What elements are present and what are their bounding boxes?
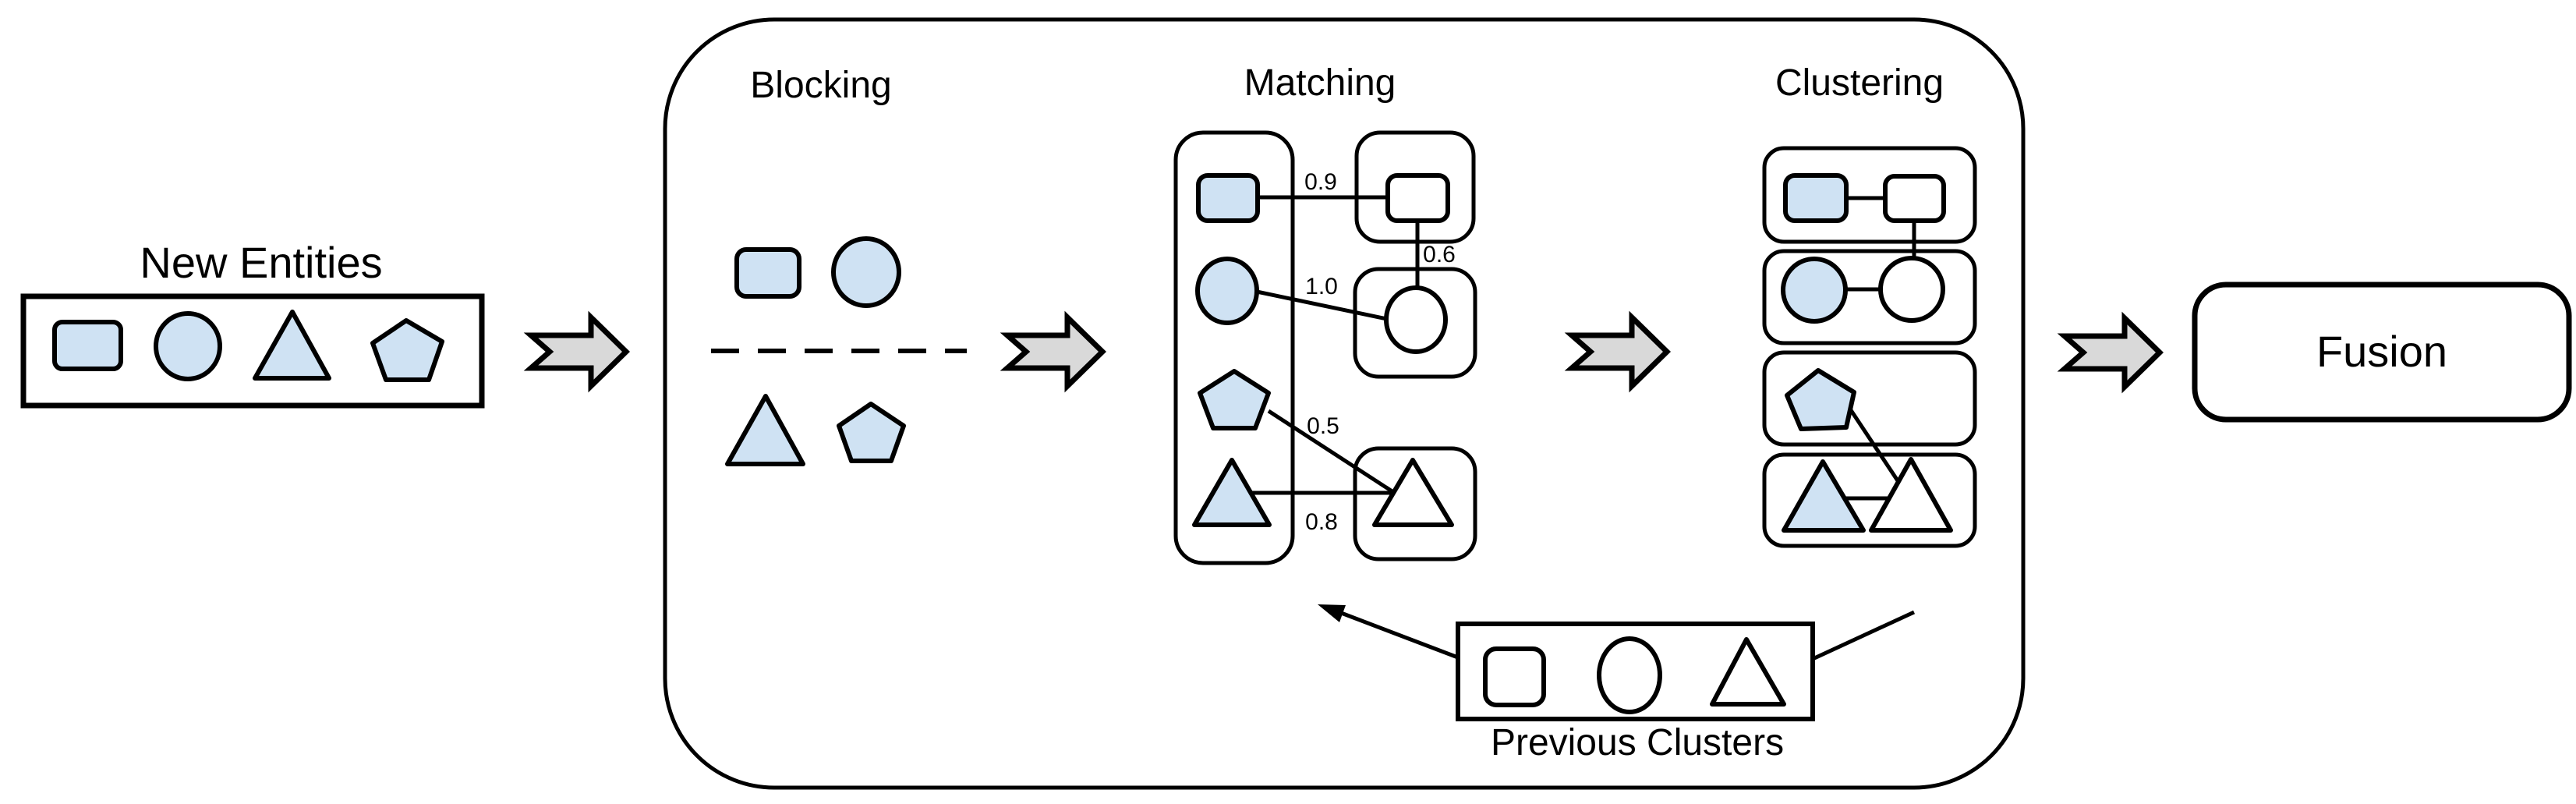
clustering-label: Clustering xyxy=(1775,62,1944,104)
match-score-circle-pair: 1.0 xyxy=(1305,274,1338,299)
new-triangle-shape xyxy=(253,310,331,381)
previous-square-shape xyxy=(1483,646,1546,707)
flow-arrow-3-icon xyxy=(1564,310,1672,393)
new-entities-group: New Entities xyxy=(20,238,485,409)
clustering-section: Clustering xyxy=(1762,62,1977,548)
new-entities-title: New Entities xyxy=(140,238,382,287)
new-pentagon-shape xyxy=(370,318,444,382)
cluster-new-circle-shape xyxy=(1781,257,1848,324)
cluster-new-pentagon-shape xyxy=(1785,368,1856,431)
blocking-pentagon-shape xyxy=(837,402,906,463)
cluster-edge-pentagon-triangle xyxy=(1847,406,1902,486)
blocking-circle-shape xyxy=(831,236,901,308)
cluster-existing-square-shape xyxy=(1883,174,1946,223)
match-edge-circle-pair xyxy=(1256,289,1388,321)
previous-clusters-group: Previous Clusters xyxy=(1318,604,1916,763)
match-score-square-circle: 0.6 xyxy=(1423,242,1456,267)
blocking-triangle-shape xyxy=(725,394,805,466)
blocking-square-shape xyxy=(734,247,801,299)
blocking-label: Blocking xyxy=(750,65,891,106)
flow-arrow-1-icon xyxy=(523,310,631,393)
new-circle-shape xyxy=(154,311,222,381)
match-score-square-pair: 0.9 xyxy=(1304,169,1337,195)
matching-new-circle-shape xyxy=(1195,257,1259,325)
previous-to-matching-arrow-line xyxy=(1336,609,1463,661)
fusion-label: Fusion xyxy=(2316,327,2447,376)
matching-existing-triangle-shape xyxy=(1372,458,1454,527)
match-score-pentagon-triangle: 0.5 xyxy=(1307,413,1339,439)
matching-new-triangle-shape xyxy=(1192,458,1272,527)
matching-section: Matching 0.9 0.6 1.0 0.5 0.8 xyxy=(1173,62,1477,565)
cluster-existing-triangle-shape xyxy=(1869,457,1953,533)
flow-arrow-2-icon xyxy=(1000,310,1107,393)
matching-existing-square-shape xyxy=(1385,173,1450,223)
matching-label: Matching xyxy=(1244,62,1396,104)
matching-new-pentagon-shape xyxy=(1198,369,1271,430)
previous-triangle-shape xyxy=(1710,637,1786,707)
cluster-new-square-shape xyxy=(1783,173,1849,223)
cluster-existing-circle-shape xyxy=(1878,256,1945,323)
match-score-triangle-pair: 0.8 xyxy=(1305,509,1338,535)
new-square-shape xyxy=(52,320,123,371)
fusion-node: Fusion xyxy=(2192,282,2572,423)
previous-to-matching-arrowhead-icon xyxy=(1318,604,1346,622)
previous-circle-shape xyxy=(1597,636,1662,714)
matching-existing-circle-shape xyxy=(1384,285,1448,354)
cluster-new-triangle-shape xyxy=(1782,459,1866,533)
match-edge-pentagon-triangle xyxy=(1267,409,1395,494)
flow-arrow-4-icon xyxy=(2057,311,2164,394)
clustering-to-previous-line xyxy=(1811,610,1916,661)
fusion-box xyxy=(2192,282,2572,423)
matching-new-square-shape xyxy=(1196,173,1260,223)
pipeline-container xyxy=(663,17,2026,790)
blocking-section: Blocking xyxy=(711,65,967,466)
matching-new-entities-block xyxy=(1173,130,1295,565)
previous-clusters-label: Previous Clusters xyxy=(1491,722,1784,763)
